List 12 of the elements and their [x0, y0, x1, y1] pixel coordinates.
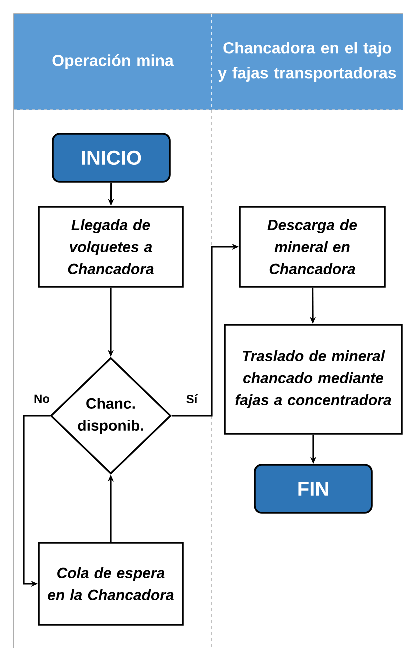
- process-box: Llegada de volquetes a Chancadora: [38, 206, 184, 288]
- terminal-box: FIN: [254, 464, 373, 514]
- edge-label: Sí: [185, 394, 199, 404]
- process-box: Cola de espera en la Chancadora: [38, 542, 184, 626]
- lane-header: Chancadora en el tajo y fajas transportadoras: [212, 14, 403, 110]
- node-label: Operación mina: [52, 54, 174, 70]
- process-box: Descarga de mineral en Chancadora: [239, 206, 386, 288]
- terminal-box: INICIO: [52, 133, 171, 183]
- process-box: Traslado de mineral chancado mediante fajas a concentradora: [224, 324, 403, 435]
- edge-label: No: [33, 394, 51, 404]
- node-label: Chancadora en el tajo y fajas transportadoras: [218, 42, 396, 82]
- lane-header: Operación mina: [14, 14, 212, 110]
